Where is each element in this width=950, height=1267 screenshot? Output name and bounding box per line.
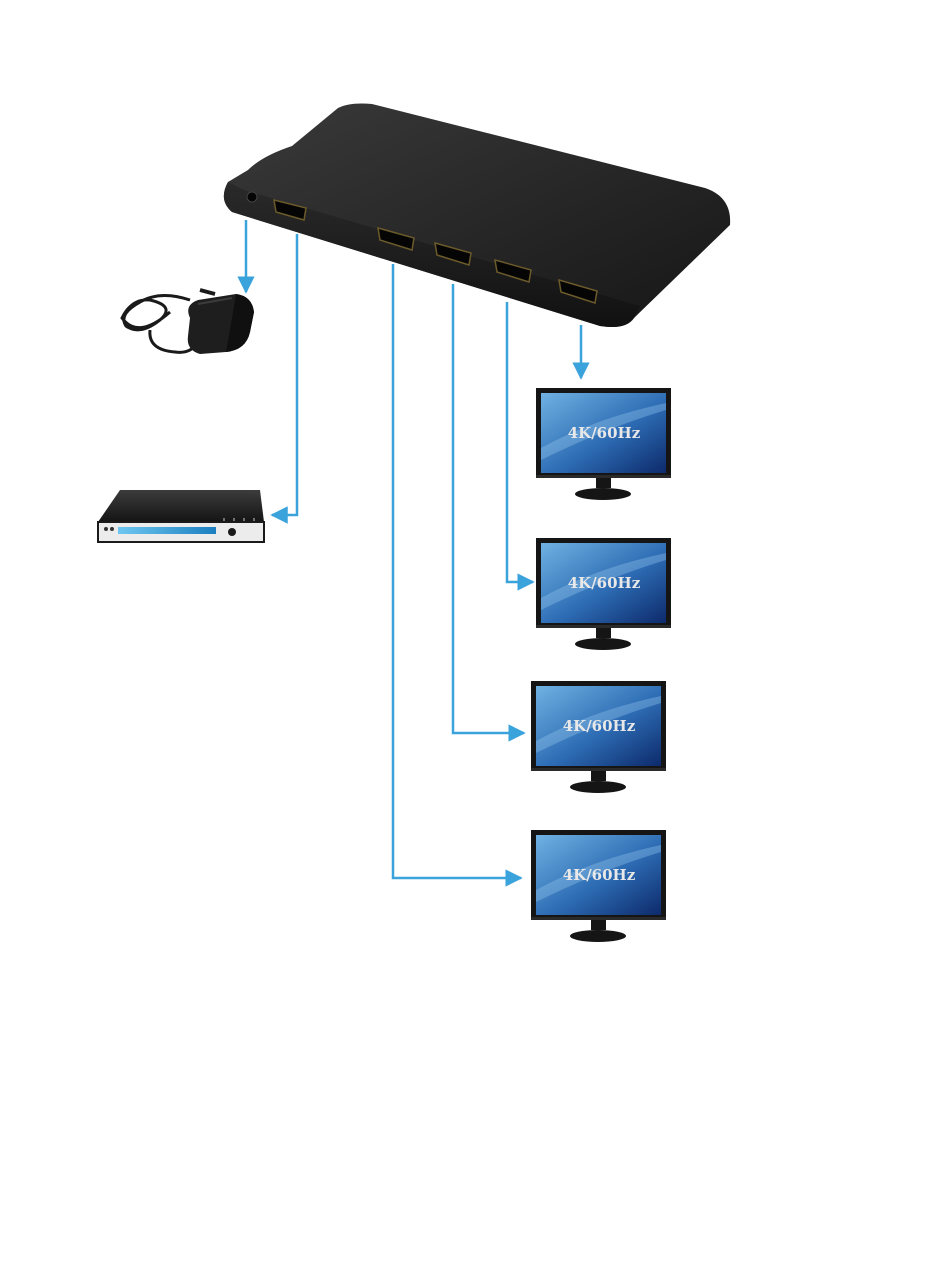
- monitor-1-label: 4K/60Hz: [568, 424, 641, 442]
- monitor-3: 4K/60Hz: [531, 681, 666, 793]
- connector-lines: [246, 220, 581, 878]
- monitor-2: 4K/60Hz: [536, 538, 671, 650]
- power-jack: [247, 192, 257, 202]
- connector-output-2: [507, 302, 533, 582]
- media-player-icon: [98, 490, 264, 542]
- monitor-4: 4K/60Hz: [531, 830, 666, 942]
- connector-output-3: [453, 284, 524, 733]
- player-display-strip: [118, 527, 216, 534]
- connector-output-4: [393, 264, 521, 878]
- power-adapter-icon: [122, 290, 254, 354]
- player-button: [228, 528, 236, 536]
- monitor-4-label: 4K/60Hz: [563, 866, 636, 884]
- connector-source: [272, 234, 297, 515]
- hdmi-splitter-icon: [224, 104, 730, 328]
- monitor-1: 4K/60Hz: [536, 388, 671, 500]
- monitor-3-label: 4K/60Hz: [563, 717, 636, 735]
- monitor-2-label: 4K/60Hz: [568, 574, 641, 592]
